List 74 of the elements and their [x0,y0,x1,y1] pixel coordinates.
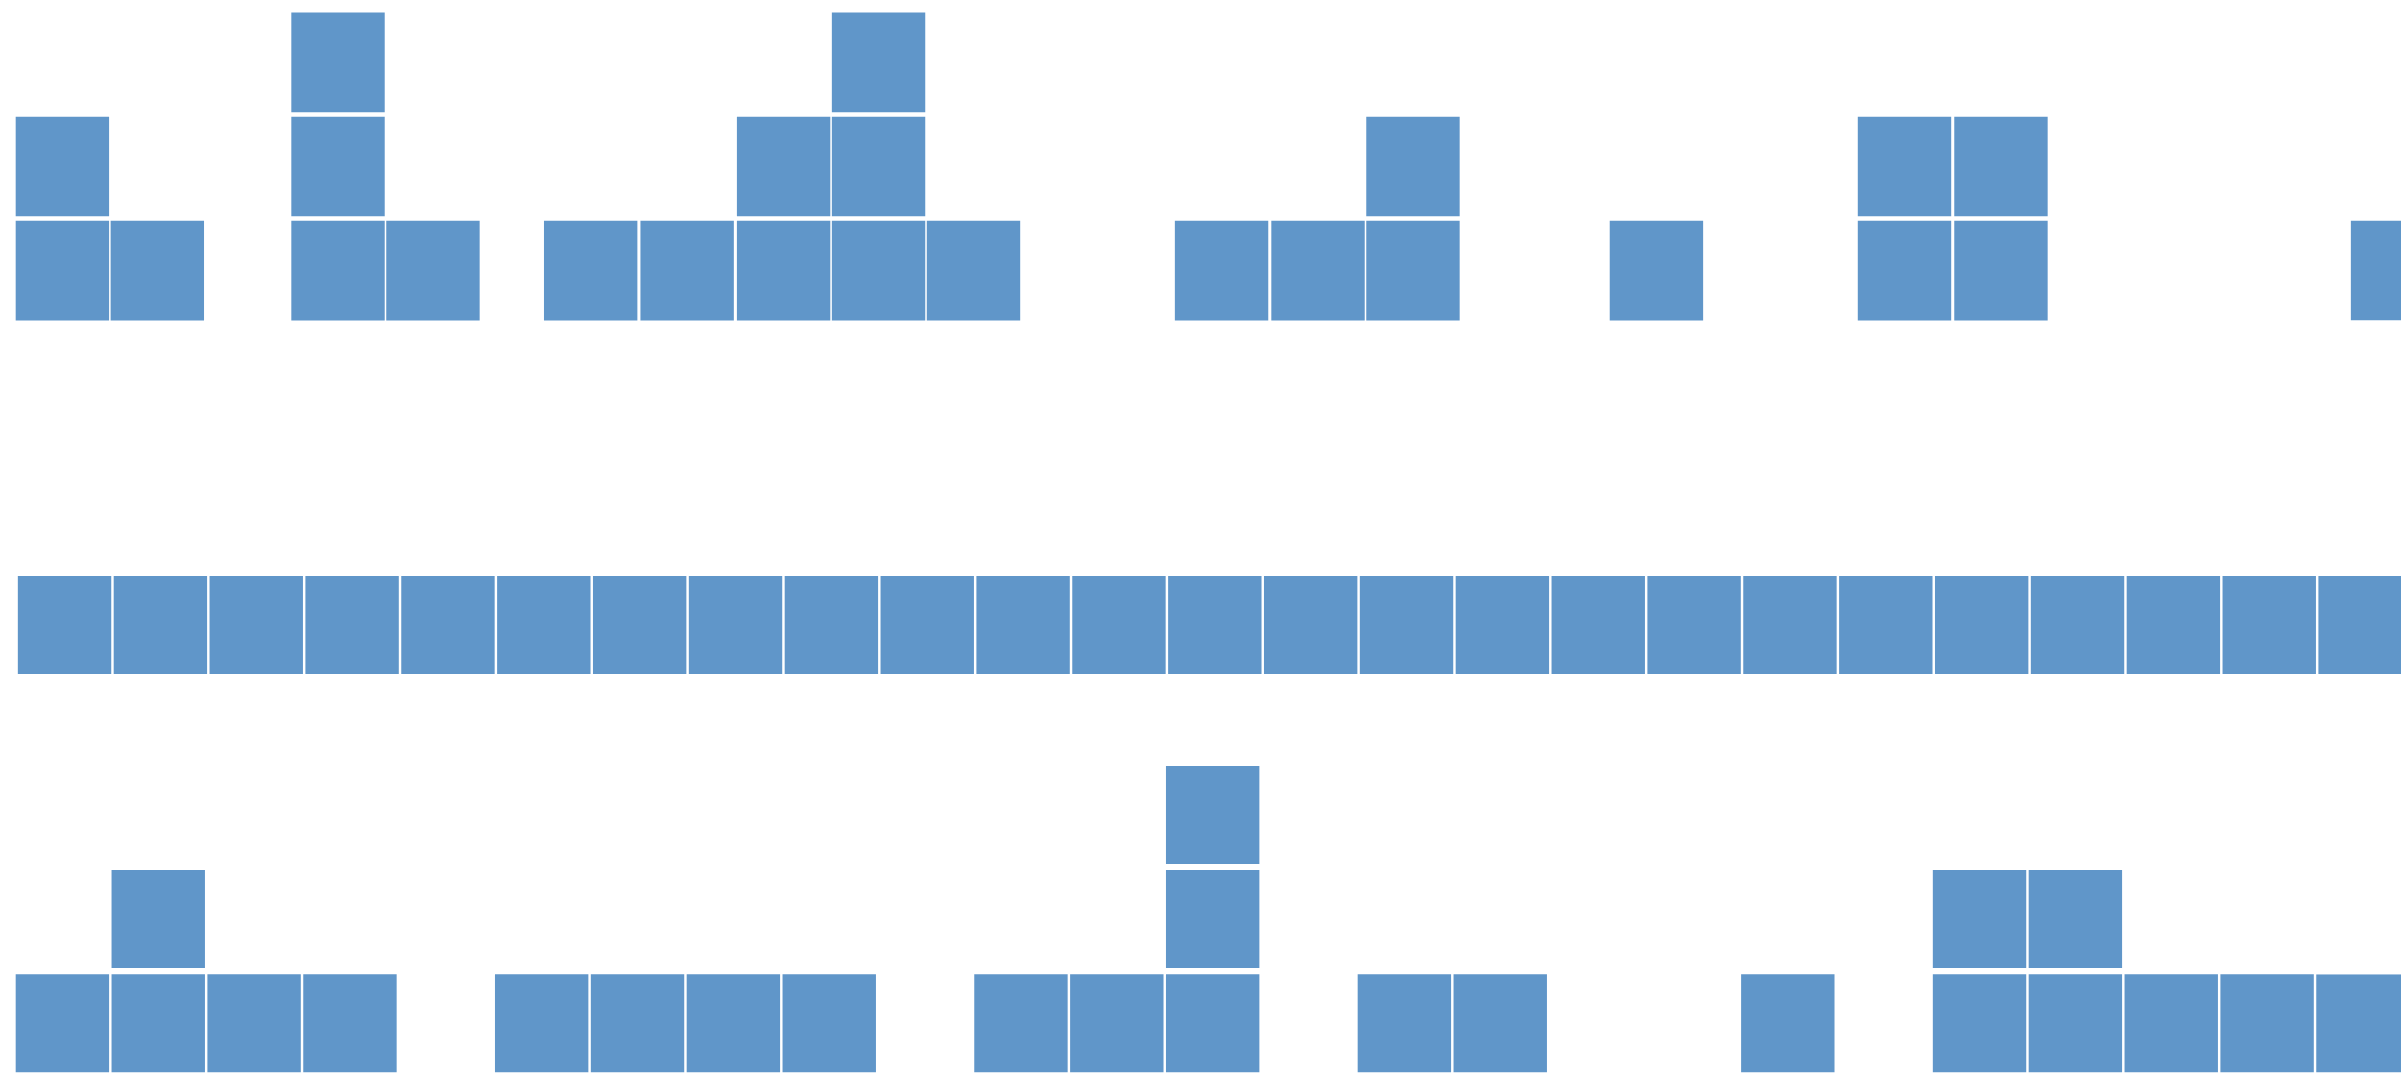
block [1357,974,1452,1073]
block [1932,974,2027,1073]
block [2222,575,2316,674]
block [113,575,208,674]
block [784,575,879,674]
block [1954,116,2048,217]
block [543,220,638,321]
block [1647,575,1741,674]
block [291,220,385,321]
block [1839,575,1933,674]
block [1263,575,1358,674]
block [305,575,399,674]
block [976,575,1070,674]
block [494,974,589,1073]
block [880,575,974,674]
block [111,869,205,968]
block [1174,220,1269,321]
block [401,575,495,674]
block [2126,575,2221,674]
block [15,220,110,321]
block [291,12,385,112]
block [15,116,110,217]
block [1453,974,1547,1073]
block [1954,220,2048,321]
block [1366,116,1460,217]
block [688,575,783,674]
block [1743,575,1837,674]
block [1168,575,1262,674]
block [1070,974,1164,1073]
block [2028,869,2123,968]
block [831,220,926,321]
block [736,116,831,217]
block [1165,765,1260,864]
block [15,974,110,1073]
block [209,575,303,674]
block [590,974,685,1073]
block [2220,974,2314,1073]
block [1551,575,1645,674]
block [640,220,734,321]
block [2124,974,2218,1073]
block [686,974,781,1073]
block [736,220,831,321]
block [111,974,205,1073]
block [1934,575,2029,674]
block [831,12,926,112]
block [926,220,1021,321]
block [17,575,112,674]
block [386,220,480,321]
block [1271,220,1365,321]
block [1609,220,1704,321]
block [831,116,926,217]
block [2350,220,2401,321]
block [1165,974,1260,1073]
block [1932,869,2027,968]
block [1857,220,1952,321]
block [1165,869,1260,968]
block [497,575,591,674]
block [2030,575,2125,674]
block [207,974,301,1073]
block [1857,116,1952,217]
block [592,575,687,674]
block [2318,575,2401,674]
block [782,974,876,1073]
block [110,220,205,321]
block [2316,974,2401,1073]
block [1366,220,1460,321]
block [1741,974,1835,1073]
block [1072,575,1166,674]
block [974,974,1068,1073]
block [303,974,397,1073]
block [2028,974,2123,1073]
block [1455,575,1550,674]
block [1359,575,1454,674]
block [291,116,385,217]
